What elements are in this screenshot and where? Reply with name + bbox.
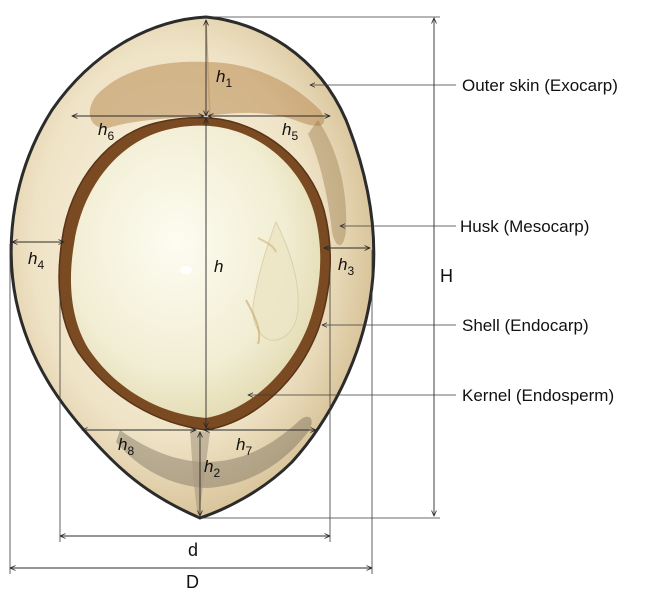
label-dim-h: h — [214, 257, 223, 276]
h6-sub: 6 — [107, 129, 114, 143]
label-dim-d: d — [188, 540, 198, 560]
label-endosperm: Kernel (Endosperm) — [462, 386, 614, 405]
kernel-highlight — [180, 266, 192, 274]
label-mesocarp: Husk (Mesocarp) — [460, 217, 589, 236]
h2-base: h — [204, 457, 213, 476]
h3-base: h — [338, 255, 347, 274]
label-dim-D: D — [186, 572, 199, 589]
h7-sub: 7 — [245, 444, 252, 458]
h1-sub: 1 — [225, 76, 232, 90]
h7-base: h — [236, 435, 245, 454]
h6-base: h — [98, 120, 107, 139]
h5-sub: 5 — [291, 129, 298, 143]
h3-sub: 3 — [347, 264, 354, 278]
h4-base: h — [28, 249, 37, 268]
h1-base: h — [216, 67, 225, 86]
h8-base: h — [118, 435, 127, 454]
label-exocarp: Outer skin (Exocarp) — [462, 76, 618, 95]
label-dim-H: H — [440, 266, 453, 286]
h5-base: h — [282, 120, 291, 139]
h4-sub: 4 — [37, 258, 44, 272]
h2-sub: 2 — [213, 466, 220, 480]
label-endocarp: Shell (Endocarp) — [462, 316, 589, 335]
h8-sub: 8 — [127, 444, 134, 458]
